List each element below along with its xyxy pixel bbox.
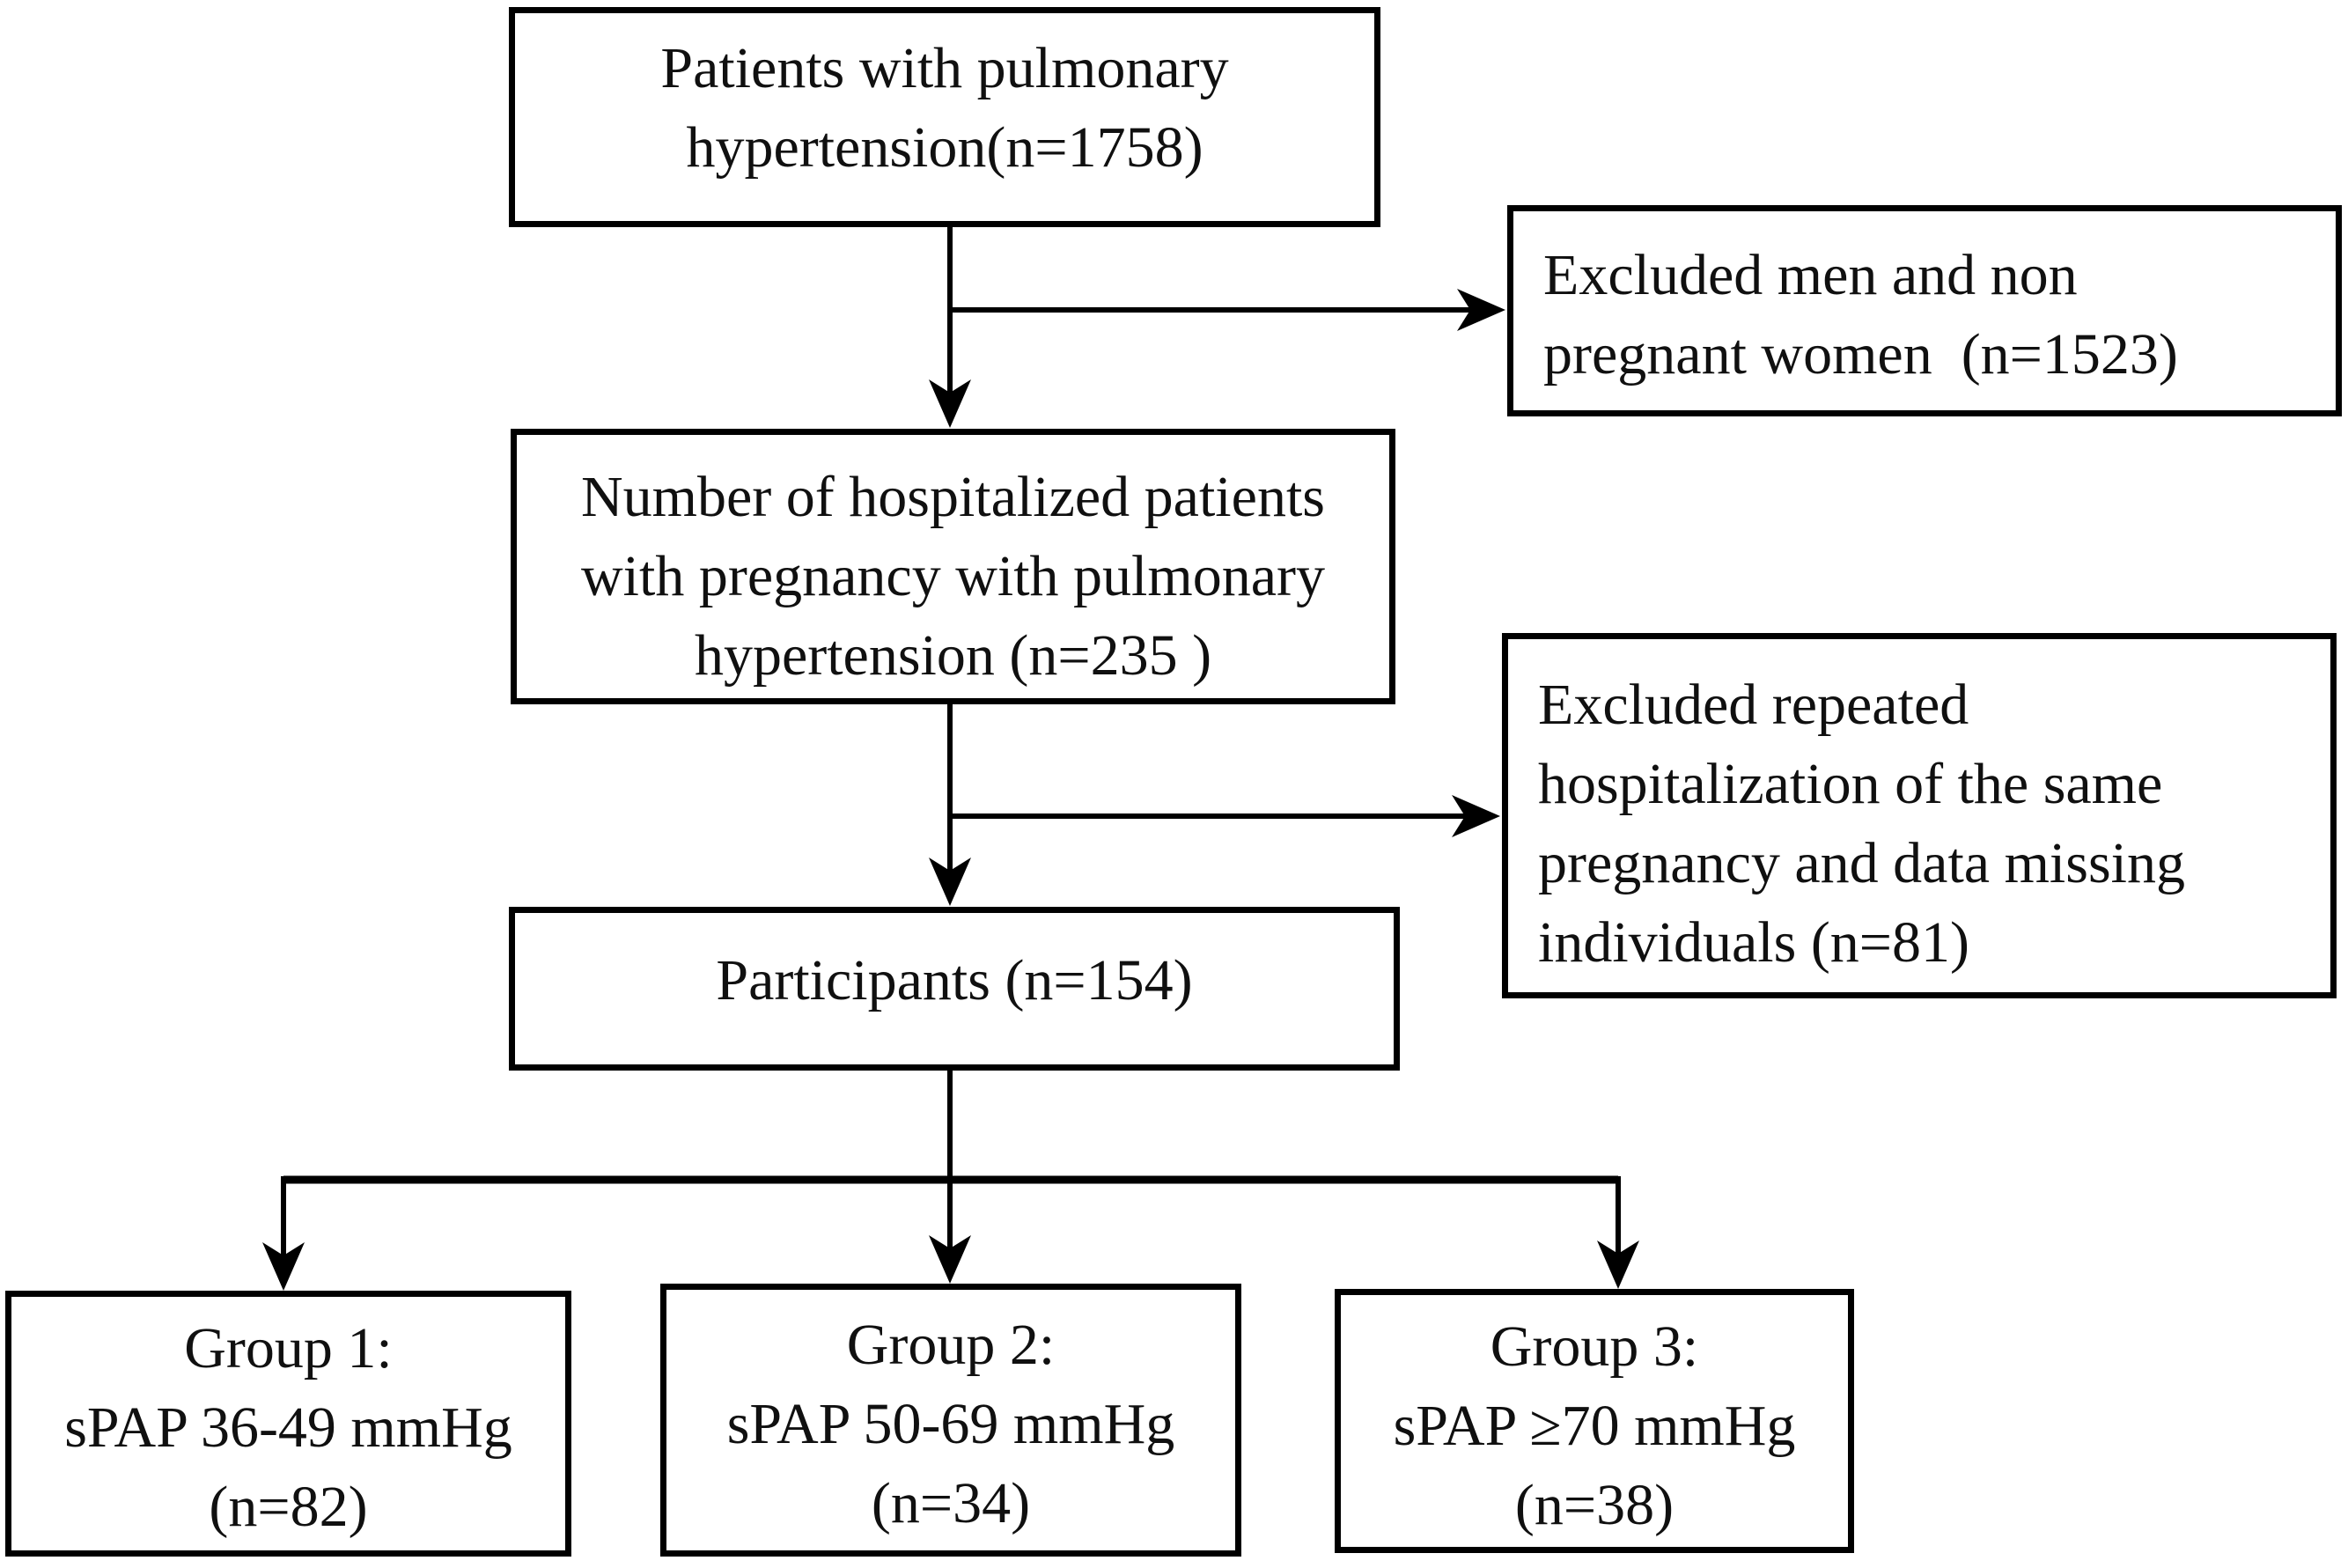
text-line: hypertension (n=235 )	[694, 623, 1212, 688]
text-line: Group 1:	[184, 1316, 393, 1380]
text-line: Group 3:	[1490, 1314, 1699, 1379]
text-line: pregnancy and data missing	[1538, 831, 2185, 895]
box-participants: Participants (n=154)	[509, 907, 1400, 1071]
text-line: Patients with pulmonary	[660, 36, 1229, 100]
text-line: individuals (n=81)	[1538, 910, 1970, 975]
text-line: Excluded repeated	[1538, 673, 1969, 737]
arrowhead-right-icon	[1452, 795, 1500, 837]
text-line: sPAP ≥70 mmHg	[1393, 1394, 1796, 1458]
box-group-3: Group 3: sPAP ≥70 mmHg (n=38)	[1335, 1289, 1854, 1553]
text-line: Number of hospitalized patients	[581, 465, 1325, 529]
box-group-2: Group 2: sPAP 50-69 mmHg (n=34)	[660, 1284, 1241, 1557]
connector-patients-to-hospitalized	[929, 226, 971, 428]
arrowhead-down-icon	[929, 858, 971, 906]
connector-participants-to-groups	[929, 1071, 971, 1284]
text-line: hospitalization of the same	[1538, 752, 2163, 816]
text-line: (n=38)	[1514, 1473, 1675, 1537]
arrowhead-down-icon	[929, 1235, 971, 1284]
text-line: sPAP 50-69 mmHg	[726, 1392, 1175, 1456]
connector-to-excluded-men	[950, 289, 1505, 331]
text-line: (n=34)	[871, 1471, 1031, 1535]
connector-branch-to-group1	[262, 1176, 305, 1291]
arrowhead-down-icon	[1597, 1240, 1639, 1289]
text-line: Participants (n=154)	[716, 948, 1193, 1012]
box-group-1: Group 1: sPAP 36-49 mmHg (n=82)	[5, 1291, 571, 1557]
arrowhead-down-icon	[929, 379, 971, 428]
arrowhead-right-icon	[1457, 289, 1505, 331]
text-line: hypertension(n=1758)	[686, 115, 1203, 180]
box-excluded-repeated: Excluded repeated hospitalization of the …	[1502, 633, 2337, 998]
box-patients: Patients with pulmonary hypertension(n=17…	[509, 7, 1380, 227]
text-line: Excluded men and non	[1543, 243, 2078, 307]
text-line: sPAP 36-49 mmHg	[64, 1395, 512, 1460]
connector-hospitalized-to-participants	[929, 704, 971, 906]
text-line: (n=82)	[209, 1475, 368, 1539]
text-line: Group 2:	[846, 1313, 1056, 1377]
text-line: pregnant women (n=1523)	[1543, 322, 2178, 386]
connector-to-excluded-repeated	[950, 795, 1500, 837]
connector-branch-to-group3	[1597, 1176, 1639, 1289]
box-excluded-men: Excluded men and non pregnant women (n=15…	[1507, 205, 2342, 416]
box-hospitalized: Number of hospitalized patients with preg…	[511, 429, 1395, 704]
arrowhead-down-icon	[262, 1242, 305, 1291]
text-line: with pregnancy with pulmonary	[581, 544, 1325, 608]
